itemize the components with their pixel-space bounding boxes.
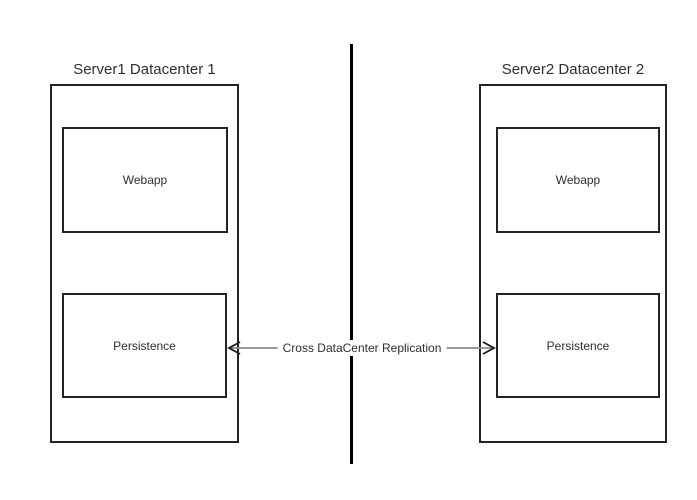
- server1-title: Server1 Datacenter 1: [73, 61, 216, 78]
- arrowhead-right-icon: [482, 341, 496, 355]
- server1-persistence-node: Persistence: [62, 293, 227, 398]
- arrowhead-left-icon: [227, 341, 241, 355]
- server1-webapp-node: Webapp: [62, 127, 228, 233]
- server2-webapp-label: Webapp: [555, 173, 601, 187]
- server1-persistence-label: Persistence: [113, 338, 176, 353]
- server1-webapp-label: Webapp: [122, 173, 168, 187]
- replication-edge-label: Cross DataCenter Replication: [277, 340, 447, 356]
- server2-persistence-node: Persistence: [496, 293, 660, 398]
- server2-webapp-node: Webapp: [496, 127, 660, 233]
- server2-title: Server2 Datacenter 2: [501, 61, 645, 78]
- datacenter-divider-line: [350, 44, 353, 464]
- server2-persistence-label: Persistence: [546, 338, 610, 353]
